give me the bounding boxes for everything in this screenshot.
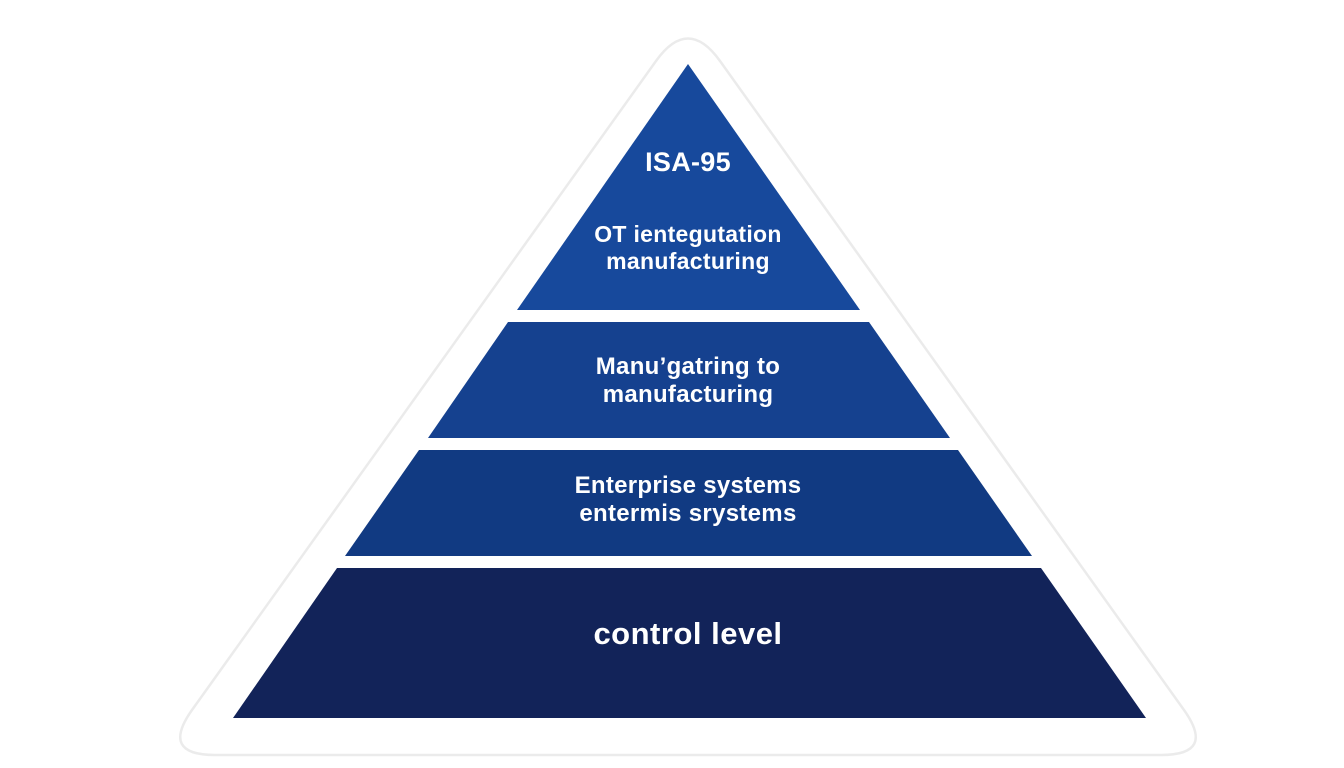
level-1-label: OT ientegutation manufacturing [388, 221, 988, 274]
pyramid-level-4 [233, 568, 1146, 718]
level-3-line-1: Enterprise systems [574, 472, 802, 499]
pyramid-level-2 [428, 322, 950, 438]
level-2-label: Manu’gatring to manufacturing [388, 353, 988, 409]
level-3-label: Enterprise systems entermis srystems [388, 472, 988, 528]
level-1-line-2: manufacturing [606, 247, 770, 274]
level-4-label: control level [388, 616, 988, 652]
pyramid-level-3 [345, 450, 1032, 556]
level-1-line-1: OT ientegutation [594, 221, 782, 247]
level-2-line-1: Manu’gatring to [595, 353, 781, 380]
level-2-line-2: manufacturing [602, 380, 774, 408]
pyramid-level-1 [517, 64, 860, 310]
pyramid-apex-title: ISA-95 [388, 147, 988, 178]
level-3-line-2: entermis srystems [579, 499, 797, 527]
apex-title-text: ISA-95 [645, 147, 731, 177]
level-4-line-1: control level [593, 616, 783, 651]
